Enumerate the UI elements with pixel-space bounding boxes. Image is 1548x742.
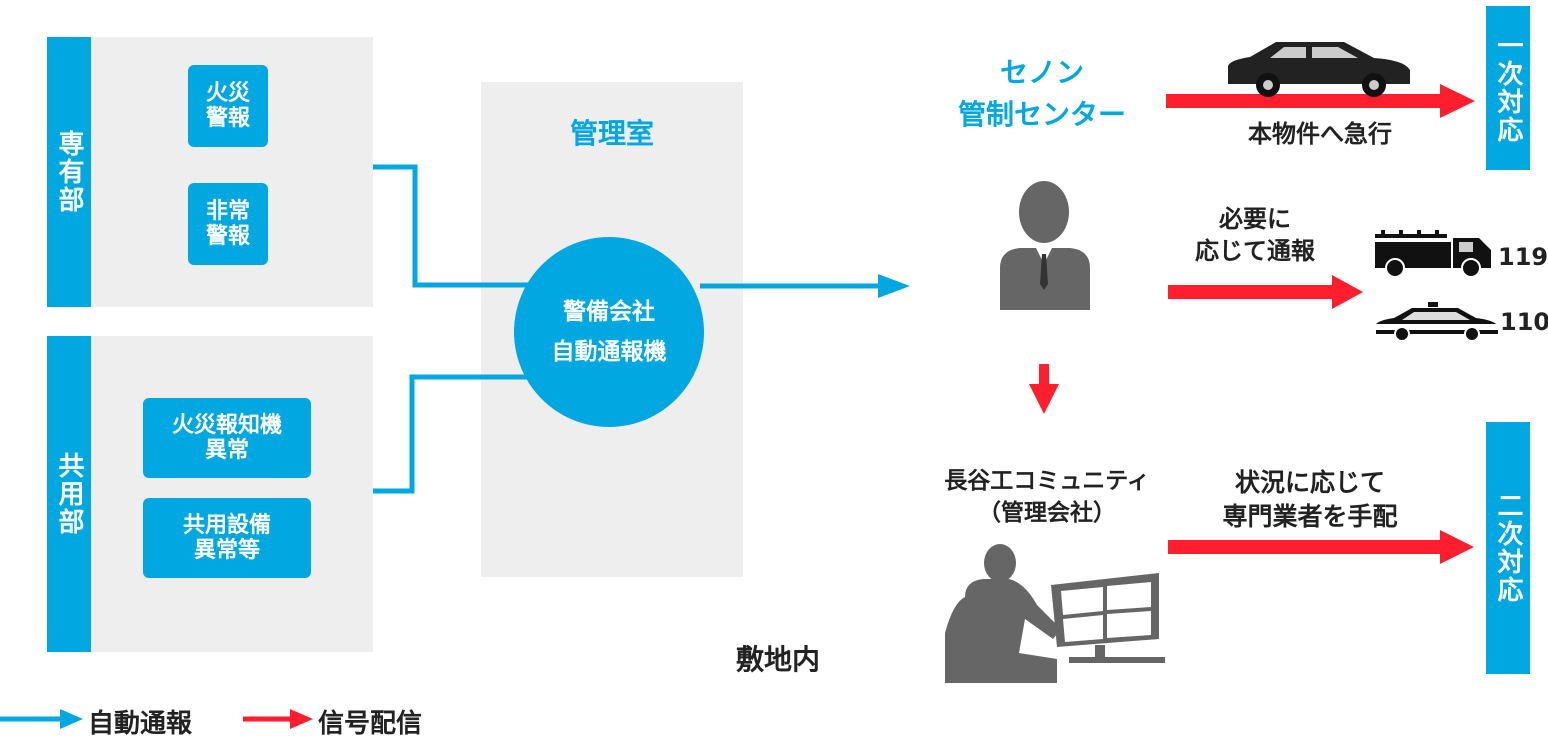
arrange-arrow-shaft [1168, 540, 1442, 554]
dispatch-arrow-shaft [1166, 94, 1442, 108]
notify-arrow-shaft [1168, 285, 1334, 299]
emergency-alarm-box: 非常 警報 [188, 183, 268, 265]
security-auto-reporter-circle: 警備会社 自動通報機 [514, 237, 704, 427]
arrange-label: 状況に応じて 専門業者を手配 [1222, 468, 1398, 531]
car-icon [1228, 42, 1410, 97]
control-center-name: セノン 管制センター [957, 56, 1126, 131]
fire-truck-icon [1375, 230, 1491, 278]
common-area-panel [47, 336, 373, 652]
common-to-device-line [373, 374, 530, 494]
legend-red-arrowhead [290, 709, 313, 729]
secondary-response-box: 二次対応 [1486, 422, 1530, 674]
dispatch-label: 本物件へ急行 [1248, 120, 1392, 148]
device-to-center-arrowhead [878, 274, 910, 298]
premises-label: 敷地内 [735, 643, 820, 676]
legend-signal-label: 信号配信 [318, 709, 423, 739]
primary-response-box: 一次対応 [1486, 6, 1530, 170]
common-area-label: 共用部 [47, 336, 91, 652]
notify-arrowhead [1332, 275, 1363, 309]
operator-at-computer-icon [945, 544, 1165, 683]
down-arrowhead [1029, 384, 1059, 414]
management-company-name: 長谷工コミュニティ （管理会社） [944, 468, 1150, 526]
dispatch-arrowhead [1440, 84, 1475, 118]
fire-alarm-box: 火災 警報 [188, 65, 268, 147]
fire-detector-error-box: 火災報知機 異常 [143, 398, 311, 478]
legend-blue-arrowhead [60, 709, 83, 729]
legend-auto-report-label: 自動通報 [88, 709, 193, 739]
notify-label: 必要に 応じて通報 [1195, 205, 1315, 265]
down-arrow-shaft [1039, 364, 1049, 386]
management-room-title: 管理室 [569, 117, 654, 150]
person-icon [1000, 181, 1090, 310]
private-area-label: 専有部 [47, 37, 91, 307]
arrange-arrowhead [1440, 530, 1474, 564]
fire-number: 119 [1498, 243, 1548, 271]
police-car-icon [1376, 302, 1498, 342]
private-to-device-line [373, 164, 530, 288]
police-number: 110 [1500, 308, 1548, 336]
common-equipment-error-box: 共用設備 異常等 [143, 498, 311, 578]
